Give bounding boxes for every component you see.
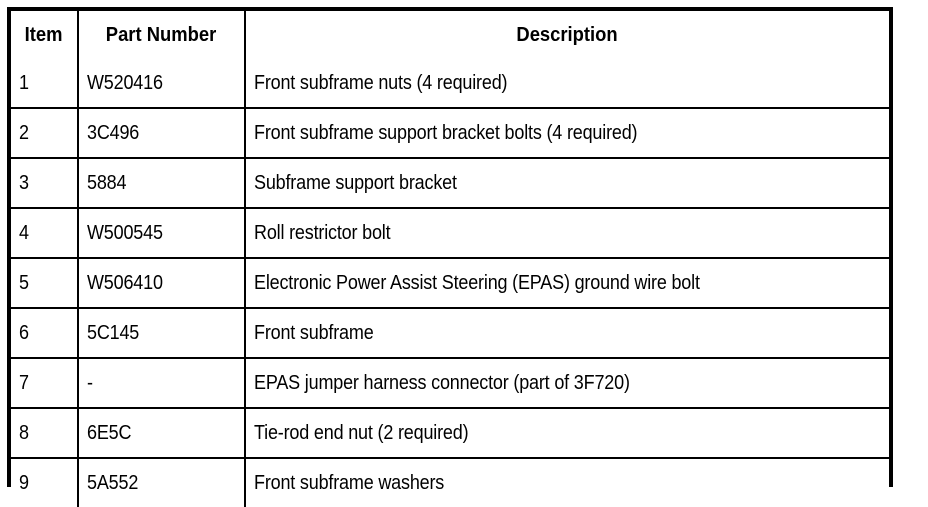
cell-item-value: 1 <box>19 72 29 94</box>
cell-item: 4 <box>11 208 79 259</box>
table-row: 9 5A552 Front subframe washers <box>11 458 889 507</box>
cell-description-value: Front subframe washers <box>254 472 445 494</box>
table-row: 4 W500545 Roll restrictor bolt <box>11 208 889 259</box>
parts-table: Item Part Number Description 1 W520416 F… <box>11 11 889 507</box>
cell-description: Tie-rod end nut (2 required) <box>245 408 889 459</box>
table-row: 2 3C496 Front subframe support bracket b… <box>11 108 889 159</box>
cell-description: Roll restrictor bolt <box>245 208 889 259</box>
cell-item: 7 <box>11 358 79 409</box>
cell-item: 3 <box>11 158 79 209</box>
cell-description-value: Subframe support bracket <box>254 172 457 194</box>
column-header-description: Description <box>245 11 889 59</box>
cell-item: 9 <box>11 458 79 507</box>
table-row: 6 5C145 Front subframe <box>11 308 889 359</box>
cell-part-number: W506410 <box>78 258 246 309</box>
cell-item-value: 3 <box>19 172 29 194</box>
cell-description-value: Front subframe nuts (4 required) <box>254 72 508 94</box>
cell-item-value: 2 <box>19 122 29 144</box>
column-header-part-number-label: Part Number <box>106 24 217 46</box>
cell-description-value: Tie-rod end nut (2 required) <box>254 422 469 444</box>
cell-description: EPAS jumper harness connector (part of 3… <box>245 358 889 409</box>
table-body: 1 W520416 Front subframe nuts (4 require… <box>11 59 889 507</box>
table-row: 1 W520416 Front subframe nuts (4 require… <box>11 59 889 109</box>
cell-description-value: Front subframe support bracket bolts (4 … <box>254 122 638 144</box>
cell-description: Front subframe washers <box>245 458 889 507</box>
cell-part-number-value: - <box>87 372 93 394</box>
table-header: Item Part Number Description <box>11 11 889 59</box>
cell-description: Front subframe support bracket bolts (4 … <box>245 108 889 159</box>
cell-description-value: Electronic Power Assist Steering (EPAS) … <box>254 272 700 294</box>
cell-part-number: 6E5C <box>78 408 246 459</box>
table-row: 8 6E5C Tie-rod end nut (2 required) <box>11 408 889 459</box>
cell-part-number: W520416 <box>78 59 246 109</box>
cell-part-number: 5C145 <box>78 308 246 359</box>
cell-part-number: 5A552 <box>78 458 246 507</box>
cell-part-number-value: W500545 <box>87 222 163 244</box>
cell-item-value: 9 <box>19 472 29 494</box>
cell-description-value: Front subframe <box>254 322 374 344</box>
table-row: 3 5884 Subframe support bracket <box>11 158 889 209</box>
cell-description: Electronic Power Assist Steering (EPAS) … <box>245 258 889 309</box>
cell-description: Front subframe nuts (4 required) <box>245 59 889 109</box>
table-header-row: Item Part Number Description <box>11 11 889 59</box>
cell-item-value: 7 <box>19 372 29 394</box>
table-row: 7 - EPAS jumper harness connector (part … <box>11 358 889 409</box>
cell-item: 5 <box>11 258 79 309</box>
cell-part-number: - <box>78 358 246 409</box>
cell-part-number-value: W520416 <box>87 72 163 94</box>
cell-part-number-value: 5C145 <box>87 322 140 344</box>
cell-item: 6 <box>11 308 79 359</box>
cell-item: 8 <box>11 408 79 459</box>
cell-item-value: 6 <box>19 322 29 344</box>
cell-part-number: 3C496 <box>78 108 246 159</box>
cell-description-value: Roll restrictor bolt <box>254 222 391 244</box>
cell-part-number-value: 5A552 <box>87 472 139 494</box>
cell-description: Subframe support bracket <box>245 158 889 209</box>
cell-item: 2 <box>11 108 79 159</box>
cell-description: Front subframe <box>245 308 889 359</box>
column-header-description-label: Description <box>516 24 619 46</box>
cell-item-value: 4 <box>19 222 29 244</box>
cell-description-value: EPAS jumper harness connector (part of 3… <box>254 372 630 394</box>
column-header-item-label: Item <box>25 24 63 46</box>
cell-part-number-value: W506410 <box>87 272 163 294</box>
cell-part-number: 5884 <box>78 158 246 209</box>
table-row: 5 W506410 Electronic Power Assist Steeri… <box>11 258 889 309</box>
cell-part-number-value: 6E5C <box>87 422 132 444</box>
parts-table-container: Item Part Number Description 1 W520416 F… <box>7 7 893 507</box>
column-header-item: Item <box>11 11 79 59</box>
cell-item-value: 5 <box>19 272 29 294</box>
cell-part-number: W500545 <box>78 208 246 259</box>
cell-item-value: 8 <box>19 422 29 444</box>
column-header-part-number: Part Number <box>78 11 246 59</box>
cell-item: 1 <box>11 59 79 109</box>
cell-part-number-value: 5884 <box>87 172 127 194</box>
cell-part-number-value: 3C496 <box>87 122 140 144</box>
